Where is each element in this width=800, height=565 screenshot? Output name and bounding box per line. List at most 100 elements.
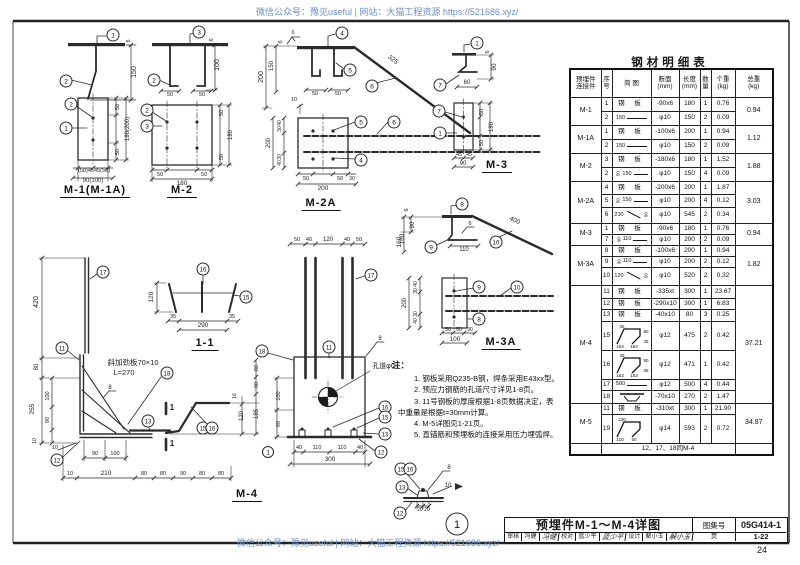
schedule-header: 长度(mm) xyxy=(678,68,701,98)
callout-number: 13 xyxy=(399,485,406,491)
callout-number: 10 xyxy=(514,285,521,291)
dim-label: 200 xyxy=(402,297,408,308)
callout-number: 9 xyxy=(477,284,481,291)
schedule-cell: 200 xyxy=(678,124,701,140)
dim-tick xyxy=(472,330,478,336)
schedule-cell: 545 xyxy=(678,206,701,224)
dim-tick xyxy=(326,449,333,455)
dim-label: 1 xyxy=(170,439,175,448)
callout-circle xyxy=(106,28,120,42)
schedule-cell: 19 xyxy=(600,413,613,444)
schedule-cell: 1 xyxy=(600,96,613,112)
sketch-plate: 钢 板 xyxy=(618,100,645,108)
sig-role: 审核 xyxy=(505,533,523,541)
dim-tick xyxy=(408,214,414,220)
sig-script: 蓝少平 xyxy=(599,533,627,541)
callout-number: 16 xyxy=(209,426,216,432)
dim-label: 6 xyxy=(209,38,215,41)
dim-label: 30 xyxy=(277,154,283,160)
dim-tick xyxy=(228,475,234,481)
callout-circle xyxy=(470,36,484,50)
dim-label: 10 xyxy=(291,97,297,103)
callout-number: 3 xyxy=(197,29,201,36)
dim-label: 40 xyxy=(277,160,283,166)
dim-tick xyxy=(212,42,218,48)
schedule-cell: φ12 xyxy=(650,349,680,380)
callout-number: 4 xyxy=(340,30,344,37)
callout-number: 1 xyxy=(111,32,115,39)
schedule-cell: 13 xyxy=(600,308,613,322)
svg-text:50: 50 xyxy=(631,437,637,442)
schedule-cell: 0.42 xyxy=(710,349,736,380)
schedule-cell: 1 xyxy=(600,124,613,140)
dim-tick xyxy=(281,150,287,156)
schedule-header: 简 图 xyxy=(611,68,652,98)
callout-number: 5 xyxy=(348,67,352,74)
schedule-cell: 270 xyxy=(678,389,701,404)
callout-number: 16 xyxy=(382,405,389,411)
callout-number: 16 xyxy=(407,467,414,473)
schedule-cell: 15 xyxy=(600,320,613,351)
schedule-cell: 1 xyxy=(699,349,712,380)
callout-circle xyxy=(50,453,64,467)
dim-tick xyxy=(60,475,66,481)
dim-label: 35 xyxy=(229,314,235,320)
callout-circle xyxy=(262,446,274,458)
dim-tick xyxy=(158,88,164,94)
schedule-cell: φ10 xyxy=(650,193,680,208)
callout-circle xyxy=(424,240,438,254)
callout-number: 13 xyxy=(145,419,152,425)
drawing-title: 预埋件M-1～M-4详图 xyxy=(505,518,693,533)
schedule-cell: 钢 板 xyxy=(611,222,652,235)
callout-circle xyxy=(96,265,110,279)
callout-circle xyxy=(140,103,154,117)
schedule-cell: 2 xyxy=(699,138,712,154)
dim-label: 斜加劲板70×10 xyxy=(107,357,158,367)
dim-label: 10 xyxy=(32,438,38,444)
schedule-cell: 10 xyxy=(600,266,613,286)
svg-text:163: 163 xyxy=(616,344,624,349)
callout-number: 6 xyxy=(370,83,374,90)
schedule-cell: 2 xyxy=(699,266,712,286)
dim-tick xyxy=(176,318,182,324)
dim-label: 120 xyxy=(323,237,334,243)
schedule-cell: 1.52 xyxy=(710,152,736,168)
schedule-cell: φ10 xyxy=(650,206,680,224)
dim-tick xyxy=(339,241,346,247)
dim-tick xyxy=(123,95,129,101)
view-label-m1: M-1(M-1A) xyxy=(59,184,131,198)
schedule-cell: 0.94 xyxy=(710,124,736,140)
svg-text:90: 90 xyxy=(643,329,649,334)
callout-circle xyxy=(472,312,486,326)
dim-tick xyxy=(253,431,259,437)
dim-label: 6 xyxy=(404,208,410,211)
schedule-cell: 2 xyxy=(699,206,712,224)
dim-tick xyxy=(239,431,245,437)
dim-tick xyxy=(450,330,456,336)
dim-tick xyxy=(113,157,119,163)
schedule-cell: φ12 xyxy=(650,320,680,351)
callout-circle xyxy=(335,26,349,40)
view-label-m3a: M-3A xyxy=(481,336,521,350)
schedule-cell: 3 xyxy=(699,308,712,322)
callout-number: 18 xyxy=(259,349,266,355)
callout-circle xyxy=(239,290,253,304)
dim-tick xyxy=(454,84,460,90)
dim-tick xyxy=(226,162,232,168)
dim-tick xyxy=(303,87,309,93)
schedule-cell: 1 xyxy=(699,152,712,168)
dim-tick xyxy=(274,407,280,413)
dim-tick xyxy=(414,503,420,509)
dim-label: 100 xyxy=(276,391,282,400)
dim-label: 100 xyxy=(45,391,51,400)
view-label-m2a: M-2A xyxy=(301,197,341,211)
view-m2 xyxy=(151,32,233,183)
